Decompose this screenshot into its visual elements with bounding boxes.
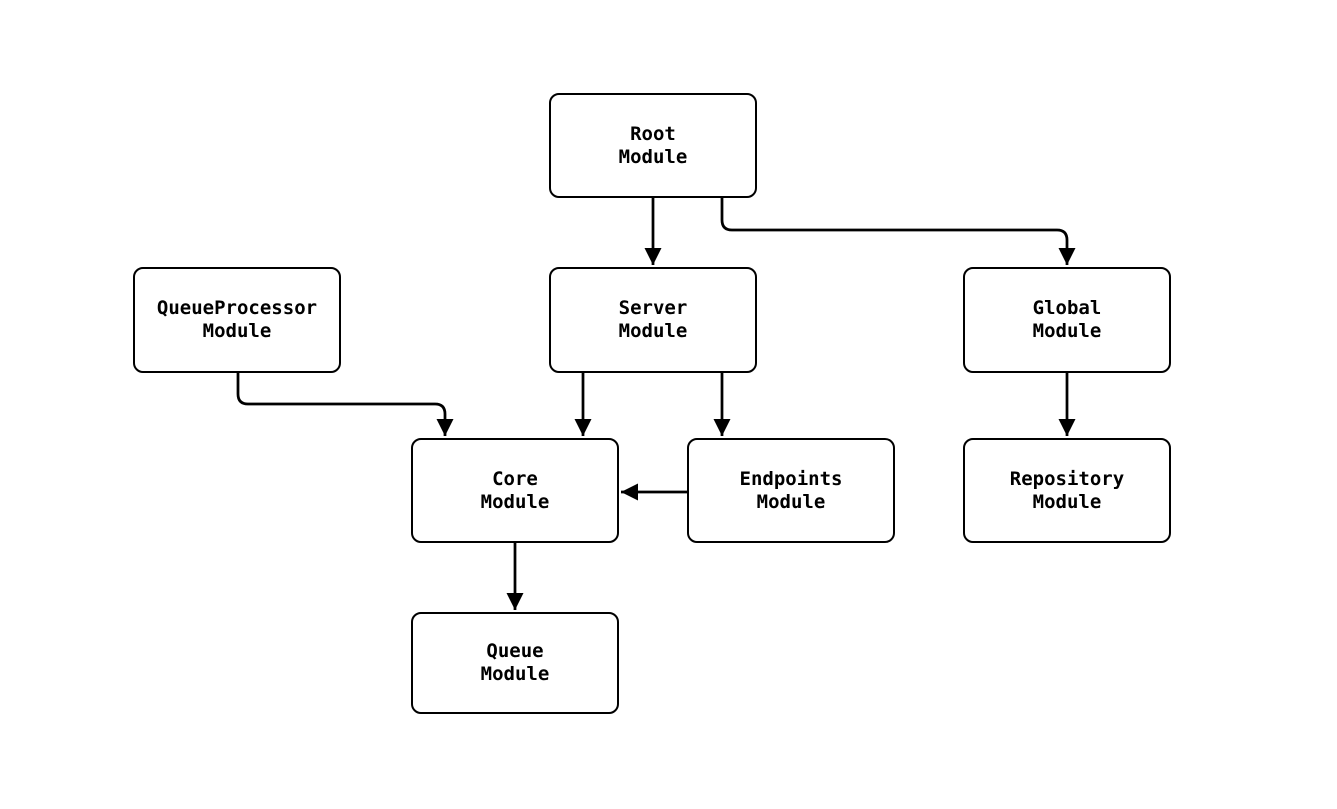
- node-label-core: Core Module: [480, 467, 550, 513]
- node-core-module: Core Module: [411, 438, 619, 543]
- node-queue-module: Queue Module: [411, 612, 619, 714]
- node-queueprocessor-module: QueueProcessor Module: [133, 267, 341, 373]
- node-label-server: Server Module: [618, 297, 688, 342]
- node-repository-module: Repository Module: [963, 438, 1171, 543]
- node-endpoints-module: Endpoints Module: [687, 438, 895, 543]
- node-label-global: Global Module: [1032, 297, 1102, 342]
- node-label-root: Root Module: [618, 122, 688, 168]
- edge-queueprocessor-to-core: [236, 373, 454, 436]
- node-server-module: Server Module: [549, 267, 757, 373]
- node-label-endpoints: Endpoints Module: [739, 467, 843, 513]
- node-label-queueprocessor: QueueProcessor Module: [156, 297, 318, 342]
- edge-root-to-global: [720, 198, 1076, 265]
- node-label-queue: Queue Module: [480, 640, 550, 685]
- node-global-module: Global Module: [963, 267, 1171, 373]
- node-label-repository: Repository Module: [1009, 467, 1125, 513]
- node-root-module: Root Module: [549, 93, 757, 198]
